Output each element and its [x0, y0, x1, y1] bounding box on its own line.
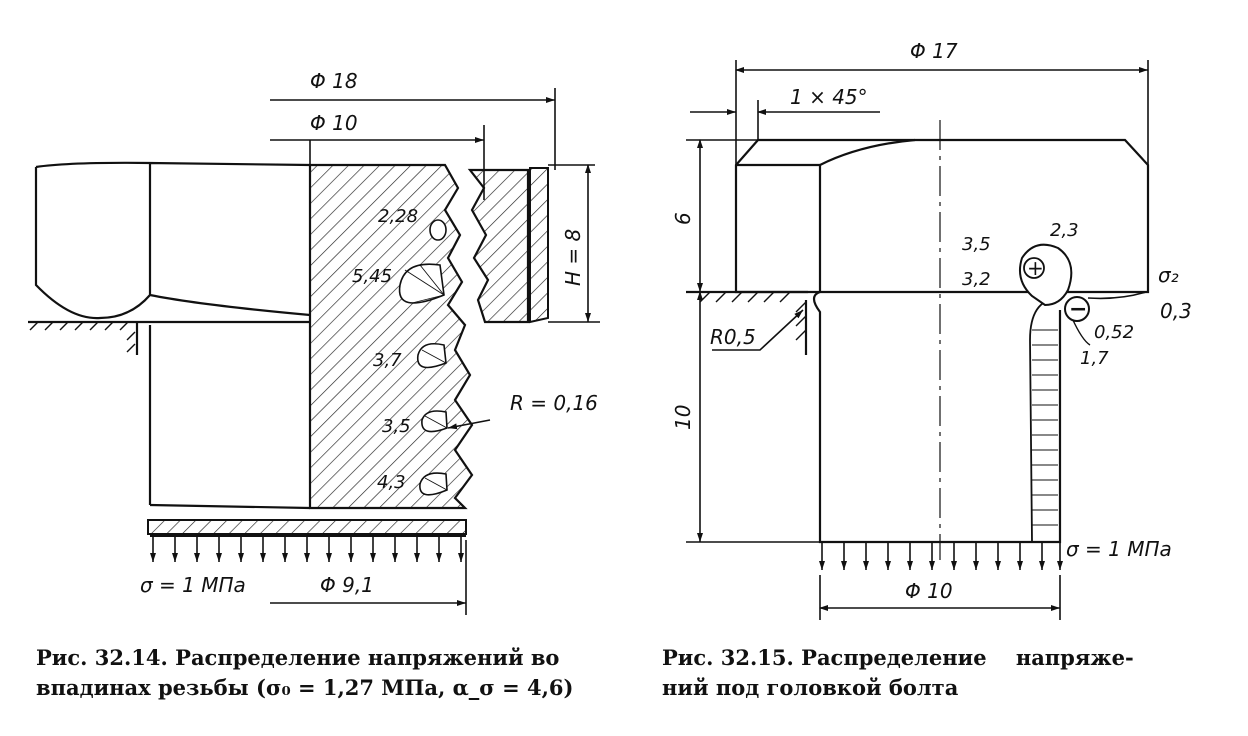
stress-field-lines: [1032, 329, 1058, 526]
load-sigma-thread: σ = 1 МПа: [140, 573, 246, 597]
stress-value-1-7: 1,7: [1080, 348, 1109, 369]
dim-phi10: Φ 10: [310, 111, 358, 135]
stress-value-0-52: 0,52: [1094, 322, 1134, 343]
dim-phi17: Φ 17: [910, 39, 958, 63]
load-arrows-thread: [150, 536, 464, 562]
nut-outer-hatched: [529, 167, 549, 324]
stress-value-0-3: 0,3: [1160, 299, 1192, 323]
nut-outline: [34, 161, 311, 320]
caption-figure-32-14: Рис. 32.14. Распределение напряжений во …: [36, 643, 636, 703]
stress-value-2: 5,45: [352, 266, 392, 287]
dim-phi91: Φ 9,1: [320, 573, 374, 597]
dim-height6: 6: [671, 212, 695, 225]
dimension-lines-bolt: [686, 60, 1149, 620]
caption-line: Рис. 32.15. Распределение напряже-: [662, 645, 1134, 670]
bolt-shank-outline: [812, 290, 1062, 544]
caption-line: ний под головкой болта: [662, 675, 959, 700]
stress-value-2-3: 2,3: [1050, 220, 1079, 241]
sigma2-label: σ₂: [1158, 263, 1179, 287]
minus-sign: −: [1069, 297, 1087, 322]
caption-line: впадинах резьбы (σ₀ = 1,27 МПа, α_σ = 4,…: [36, 675, 574, 700]
dim-phi18: Φ 18: [310, 69, 358, 93]
dim-h8: H = 8: [561, 229, 585, 286]
dim-radius-thread: R = 0,16: [510, 391, 598, 415]
plus-sign: +: [1027, 256, 1044, 280]
nut-section-hatched: [467, 168, 530, 324]
stress-value-3-5: 3,5: [962, 234, 991, 255]
sign-plus-group: +: [1023, 256, 1045, 280]
caption-line: Рис. 32.14. Распределение напряжений во: [36, 645, 560, 670]
figure-thread-stress: [28, 161, 311, 510]
stress-value-4: 3,5: [382, 416, 411, 437]
dim-height10: 10: [671, 405, 695, 430]
dim-radius-bolt: R0,5: [710, 325, 756, 349]
bolt-head-outline: [734, 138, 1150, 294]
dim-chamfer: 1 × 45°: [790, 85, 868, 109]
stress-value-3-2: 3,2: [962, 269, 991, 290]
load-plate: [147, 519, 467, 537]
load-arrows-bolt: [819, 542, 1063, 570]
stress-fans-thread: [398, 219, 448, 496]
dim-phi10-bolt: Φ 10: [905, 579, 953, 603]
load-sigma-bolt: σ = 1 МПа: [1066, 537, 1172, 561]
dimension-lines-thread: [270, 88, 600, 615]
stress-value-1: 2,28: [378, 206, 418, 227]
caption-figure-32-15: Рис. 32.15. Распределение напряже- ний п…: [662, 643, 1222, 703]
stress-value-3: 3,7: [373, 350, 402, 371]
stress-value-5: 4,3: [377, 472, 406, 493]
